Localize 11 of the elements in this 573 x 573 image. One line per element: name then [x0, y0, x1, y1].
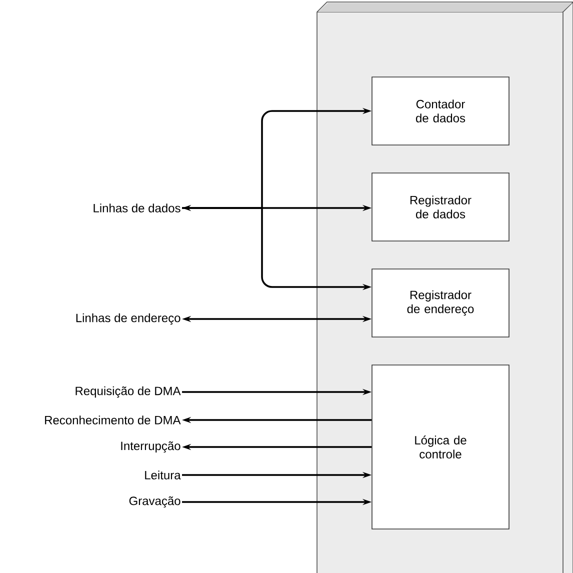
signal-label: Leitura	[145, 470, 181, 480]
process-box: Contador de dados	[372, 76, 510, 146]
process-box: Registrador de endereço	[372, 268, 510, 338]
signal-label: Gravação	[129, 496, 180, 508]
signal-label: Interrupção	[121, 441, 180, 453]
signal-label: Linhas de dados	[94, 204, 180, 212]
process-box: Registrador de dados	[372, 172, 510, 242]
signal-label: Reconhecimento de DMA	[45, 416, 181, 424]
signal-label: Requisição de DMA	[76, 386, 181, 398]
signal-label: Linhas de endereço	[76, 313, 180, 325]
process-box: Lógica de controle	[372, 364, 510, 530]
